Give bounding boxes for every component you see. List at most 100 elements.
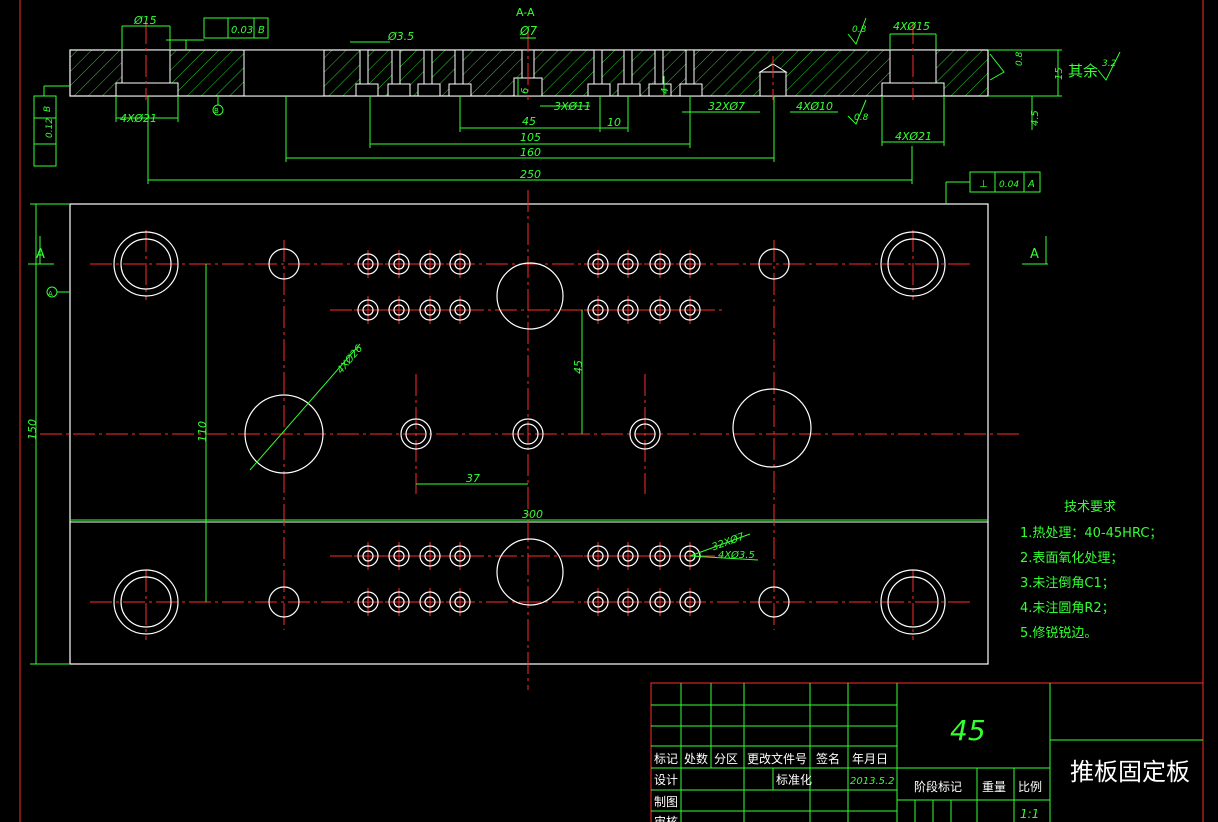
dim-300: 300 [522,508,543,521]
dim-105: 105 [520,131,541,144]
datum-a-marker: A [48,290,53,298]
dim-d7-32: 32XØ7 [708,100,745,113]
weight-label: 重量 [982,780,1006,794]
dim-d10: 4XØ10 [796,100,833,113]
pin-hole-inner [592,304,604,316]
roughness-a: 0.8 [852,25,867,35]
pin-hole-outer [649,253,671,275]
pin-hole-inner [684,304,696,316]
tech-item: 2.表面氧化处理； [1020,551,1123,566]
pin-hole-outer [357,545,379,567]
dim-45: 45 [572,360,585,374]
pin-hole-outer [649,591,671,613]
standard-label: 标准化 [776,773,812,787]
pin-hole-outer [388,545,410,567]
pin-hole-outer [357,299,379,321]
dim-15: 15 [1054,67,1065,80]
pin-hole-inner [424,596,436,608]
section-a-right: A [1030,247,1039,262]
pin-hole-inner [424,550,436,562]
tech-requirements: 技术要求 1.热处理：40-45HRC； 2.表面氧化处理； 3.未注倒角C1；… [1020,500,1162,641]
rest-roughness-value: 3.2 [1102,59,1117,69]
pin-hole-inner [622,258,634,270]
pin-hole-outer [587,545,609,567]
dim-d35: Ø3.5 [387,30,414,43]
dim-45v: 4.5 [1030,110,1041,126]
tech-item: 1.热处理：40-45HRC； [1020,526,1162,541]
pin-hole-inner [393,596,405,608]
pin-hole-inner [454,596,466,608]
header-count: 处数 [684,751,708,766]
dim-d15: Ø15 [133,14,157,27]
pin-hole-outer [617,545,639,567]
pin-hole-inner [592,596,604,608]
plan-dimensions [28,171,1048,665]
pin-hole-inner [654,258,666,270]
pin-hole-inner [362,596,374,608]
section-view [69,22,989,100]
left-tolerance: 0.12 [45,118,55,138]
dim-6: 6 [520,88,531,94]
pin-hole-outer [449,299,471,321]
section-label: A-A [516,6,535,19]
design-date: 2013.5.2 [850,776,895,787]
scale-label: 比例 [1018,780,1042,794]
pin-hole-outer [587,253,609,275]
pin-hole-inner [454,258,466,270]
pin-hole-outer [419,253,441,275]
dim-10: 10 [607,116,621,129]
pin-hole-outer [617,299,639,321]
pin-hole-inner [362,258,374,270]
title-block: 45 推板固定板 标记 处数 分区 更改文件号 签名 年月日 设计 标准化 20… [650,682,1204,822]
dim-45h: 45 [522,115,536,128]
pin-hole-outer [388,299,410,321]
pin-hole-outer [617,591,639,613]
pin-hole-inner [454,304,466,316]
header-sign: 签名 [816,751,840,766]
dim-d35-4x: 4XØ3.5 [718,549,755,561]
dim-d15-4x: 4XØ15 [893,20,930,33]
pin-hole-inner [622,304,634,316]
pin-hole-outer [419,299,441,321]
parallel-tolerance: 0.03 [231,25,253,36]
dim-150: 150 [26,419,39,440]
pin-hole-outer [587,299,609,321]
pin-hole-outer [679,299,701,321]
draw-label: 制图 [654,795,678,809]
pin-hole-inner [393,550,405,562]
plan-labels: ⊥ 0.04 A A A A 150 110 45 37 300 4XØ26 3… [26,179,1039,561]
plan-view [40,190,1022,690]
header-zone: 分区 [714,752,738,766]
section-labels: A-A Ø15 0.03 B Ø3.5 Ø7 0.8 4XØ15 0.8 4XØ… [43,6,1117,181]
pin-hole-inner [622,596,634,608]
pin-hole-inner [393,258,405,270]
dim-110: 110 [196,421,209,442]
review-label: 审核 [654,814,678,822]
pin-hole-outer [357,591,379,613]
section-a-left: A [36,247,45,262]
tech-item: 3.未注倒角C1； [1020,576,1115,591]
rest-roughness-label: 其余 [1068,62,1098,80]
pin-hole-inner [362,304,374,316]
pin-hole-outer [587,591,609,613]
pin-hole-outer [679,545,701,567]
dim-37: 37 [466,472,480,485]
pin-hole-outer [449,253,471,275]
design-label: 设计 [654,773,678,787]
material: 45 [950,714,986,747]
pin-hole-inner [622,550,634,562]
dim-d21-left: 4XØ21 [120,112,157,125]
pin-hole-inner [454,550,466,562]
pin-hole-outer [388,591,410,613]
pin-hole-inner [393,304,405,316]
pin-hole-inner [684,258,696,270]
pin-hole-outer [679,253,701,275]
header-mark: 标记 [654,752,678,766]
dim-d7: Ø7 [519,24,537,38]
pin-hole-outer [679,591,701,613]
pin-hole-outer [649,299,671,321]
pin-hole-outer [449,591,471,613]
perp-symbol: ⊥ [979,179,988,190]
pin-hole-inner [684,596,696,608]
